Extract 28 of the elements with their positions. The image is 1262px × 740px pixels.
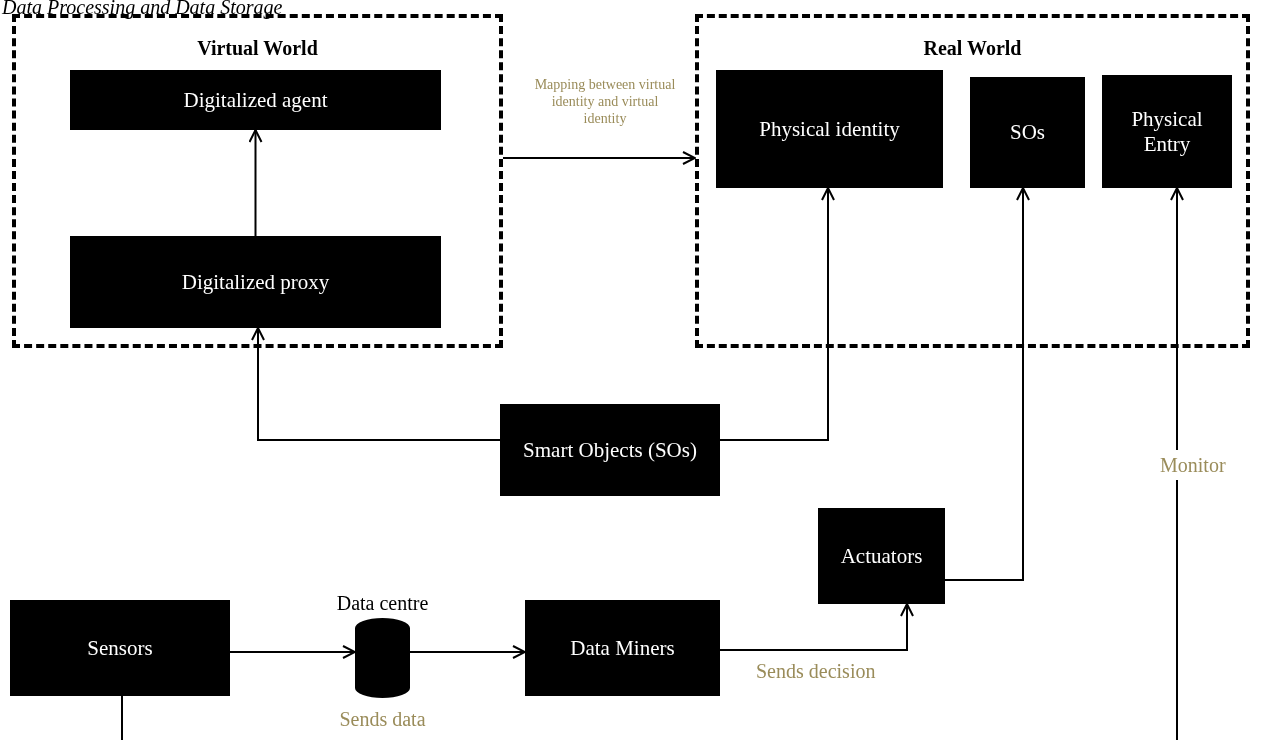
- process-box: Data Miners: [525, 600, 720, 696]
- process-box: Actuators: [818, 508, 945, 604]
- node-caption: Sends data: [338, 707, 427, 732]
- arrow: [502, 151, 696, 165]
- arrow: [409, 645, 526, 659]
- process-box: Smart Objects (SOs): [500, 404, 720, 496]
- group-frame: [695, 14, 1250, 348]
- section-note: Data Processing and Data Storage: [2, 0, 283, 21]
- process-box: Sensors: [10, 600, 230, 696]
- process-box: SOs: [970, 77, 1085, 188]
- process-box: Physical Entry: [1102, 75, 1232, 188]
- node-caption: Data centre: [335, 591, 430, 616]
- edge-label: Mapping between virtual identity and virtual identity: [533, 76, 677, 127]
- group-title: Virtual World: [196, 36, 319, 60]
- edge-label: Sends decision: [756, 659, 876, 684]
- arrow: [719, 603, 914, 651]
- edge-label: Monitor: [1158, 450, 1228, 480]
- process-box: Physical identity: [716, 70, 943, 188]
- connector-line: [121, 695, 123, 740]
- arrow: [719, 187, 835, 441]
- arrow: [229, 645, 356, 659]
- process-box: Digitalized proxy: [70, 236, 441, 328]
- group-title: Real World: [922, 36, 1023, 60]
- arrow: [1170, 187, 1184, 740]
- arrow: [248, 129, 263, 237]
- process-box: Digitalized agent: [70, 70, 441, 130]
- arrow: [251, 327, 501, 441]
- arrow: [944, 187, 1030, 581]
